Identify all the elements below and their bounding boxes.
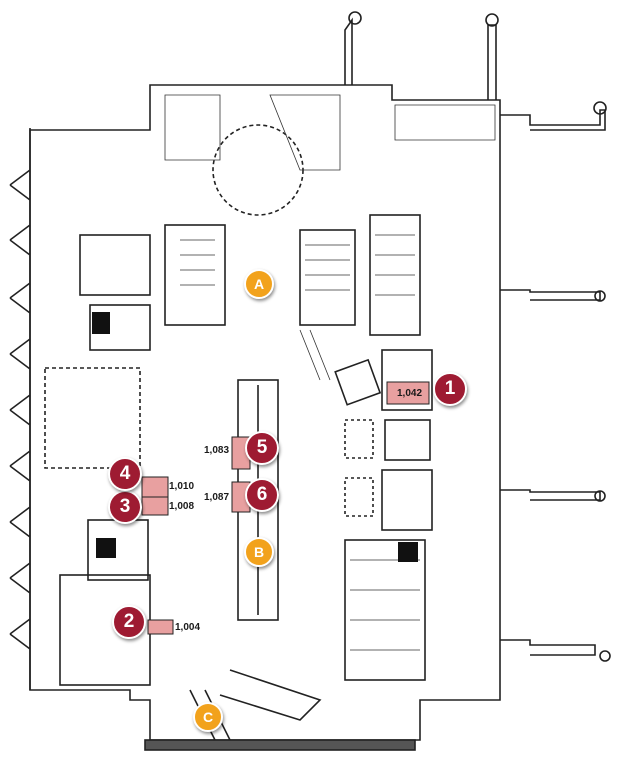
space-label-1087: 1,087 [204, 492, 230, 503]
marker-1[interactable]: 1 [433, 372, 467, 406]
jet-bridge-right-2 [500, 289, 601, 301]
marker-c[interactable]: C [193, 702, 223, 732]
jet-bridge-right-3 [500, 489, 601, 501]
terminal-outline [29, 84, 501, 741]
jet-bridge-right-1 [500, 109, 606, 131]
space-label-1083: 1,083 [204, 445, 230, 456]
jet-bridge-top-2 [487, 24, 497, 100]
space-label-1010: 1,010 [169, 481, 195, 492]
space-label-1004: 1,004 [175, 622, 201, 633]
marker-4[interactable]: 4 [108, 457, 142, 491]
space-label-1008: 1,008 [169, 501, 195, 512]
space-label-1042: 1,042 [397, 388, 423, 399]
room-1004 [147, 619, 174, 635]
room-1042 [386, 381, 430, 405]
left-concourse [9, 128, 31, 690]
marker-2[interactable]: 2 [112, 605, 146, 639]
jet-bridge-right-4 [500, 639, 596, 656]
marker-5[interactable]: 5 [245, 431, 279, 465]
atrium-circle [212, 124, 304, 216]
jet-bridge-top-1 [344, 17, 353, 85]
marker-6[interactable]: 6 [245, 478, 279, 512]
room-1010 [141, 476, 169, 498]
room-1008 [141, 496, 169, 516]
marker-3[interactable]: 3 [108, 490, 142, 524]
marker-b[interactable]: B [244, 537, 274, 567]
marker-a[interactable]: A [244, 269, 274, 299]
